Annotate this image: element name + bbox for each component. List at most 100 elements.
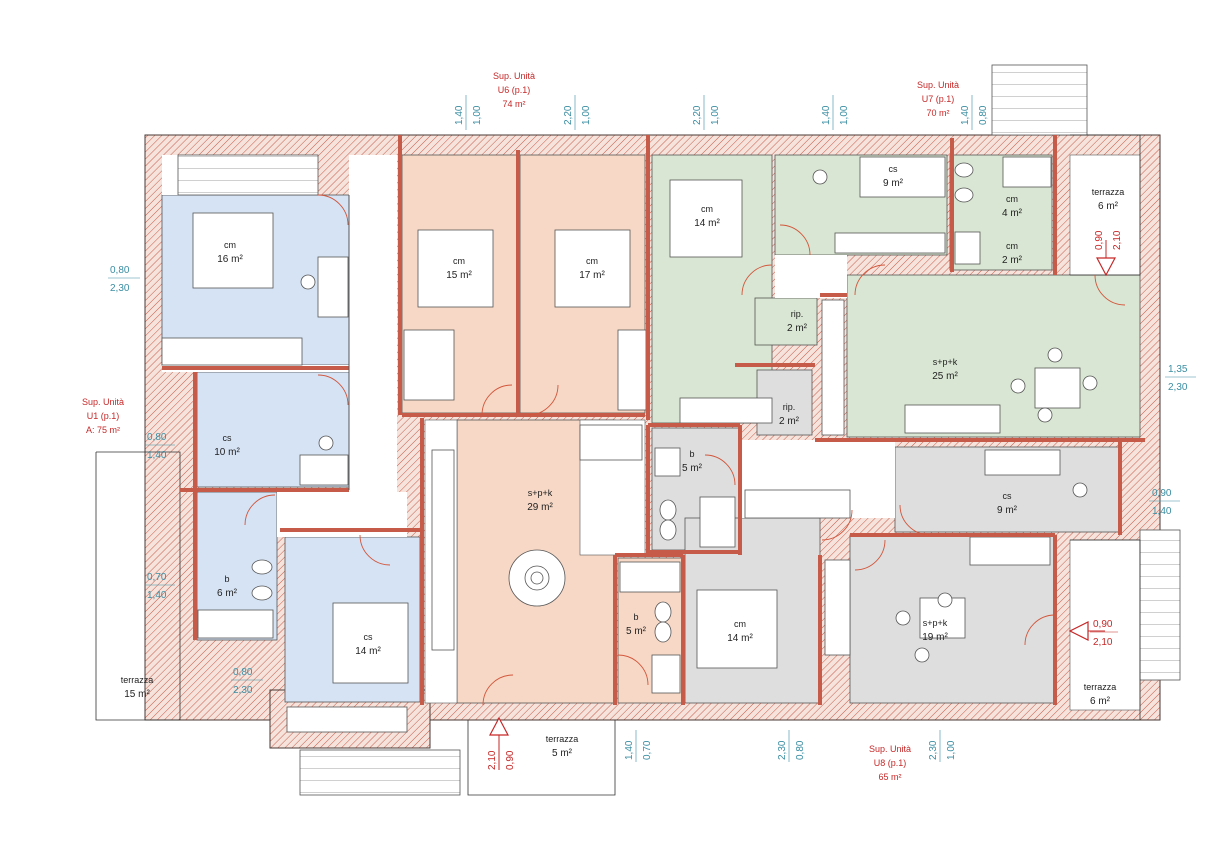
room-name: rip. bbox=[783, 402, 796, 412]
room-name: cm bbox=[586, 256, 598, 266]
dim-left-2a: 0,80 bbox=[147, 432, 167, 443]
dim-left-1b: 2,30 bbox=[110, 283, 130, 294]
dim-bottom-2a: 2,30 bbox=[777, 740, 788, 760]
unit-u7-area: 70 m² bbox=[926, 108, 949, 118]
dim-top-2b: 1,00 bbox=[581, 105, 592, 125]
unit-u1-line1: Sup. Unità bbox=[82, 397, 124, 407]
dim-top-1b: 1,00 bbox=[472, 105, 483, 125]
dim-bottom-1b: 0,70 bbox=[642, 740, 653, 760]
terrace-area: 6 m² bbox=[1090, 696, 1111, 707]
stairs bbox=[177, 64, 1181, 796]
room-area: 14 m² bbox=[694, 218, 720, 229]
dim-top-3a: 2,20 bbox=[692, 105, 703, 125]
room-area: 10 m² bbox=[214, 447, 240, 458]
unit-u8-line1: Sup. Unità bbox=[869, 744, 911, 754]
terrace-name: terrazza bbox=[121, 675, 154, 685]
furniture bbox=[161, 156, 1098, 733]
room-area: 15 m² bbox=[446, 270, 472, 281]
room-area: 2 m² bbox=[787, 323, 808, 334]
dim-left-1a: 0,80 bbox=[110, 265, 130, 276]
terraces bbox=[95, 134, 1141, 796]
unit-u7-line2: U7 (p.1) bbox=[922, 94, 955, 104]
dim-right-2a: 0,90 bbox=[1152, 488, 1172, 499]
dim-left-3a: 0,70 bbox=[147, 572, 167, 583]
room-name: cs bbox=[889, 164, 899, 174]
dim-bottom-3b: 1,00 bbox=[946, 740, 957, 760]
terrace-name: terrazza bbox=[1084, 682, 1117, 692]
room-area: 9 m² bbox=[997, 505, 1018, 516]
room-name: cm bbox=[1006, 241, 1018, 251]
room-u7-rip bbox=[754, 297, 818, 346]
room-area: 25 m² bbox=[932, 371, 958, 382]
dim-entry-e-b: 2,10 bbox=[1093, 637, 1113, 648]
unit-u6-line1: Sup. Unità bbox=[493, 71, 535, 81]
room-area: 5 m² bbox=[626, 626, 647, 637]
dim-top-1a: 1,40 bbox=[454, 105, 465, 125]
entrance-arrow-s bbox=[489, 716, 509, 736]
unit-u6-area: 74 m² bbox=[502, 99, 525, 109]
room-name: cm bbox=[453, 256, 465, 266]
dim-right-1a: 1,35 bbox=[1168, 364, 1188, 375]
terrace-area: 6 m² bbox=[1098, 201, 1119, 212]
room-area: 16 m² bbox=[217, 254, 243, 265]
inner-walls bbox=[162, 135, 1145, 705]
dim-left-4b: 2,30 bbox=[233, 685, 253, 696]
room-area: 6 m² bbox=[217, 588, 238, 599]
dimension-labels: 1,40 1,00 2,20 1,00 2,20 1,00 1,40 1,00 … bbox=[108, 95, 1196, 770]
room-name: b bbox=[689, 449, 694, 459]
room-name: s+p+k bbox=[528, 488, 553, 498]
dim-top-4b: 1,00 bbox=[839, 105, 850, 125]
room-name: cs bbox=[1003, 491, 1013, 501]
terrace-labels: terrazza 6 m² terrazza 15 m² terrazza 5 … bbox=[121, 187, 1125, 759]
stair-s bbox=[299, 749, 461, 796]
dim-left-3b: 1,40 bbox=[147, 590, 167, 601]
room-area: 4 m² bbox=[1002, 208, 1023, 219]
room-name: cm bbox=[734, 619, 746, 629]
room-name: cs bbox=[364, 632, 374, 642]
room-area: 5 m² bbox=[682, 463, 703, 474]
terrace-name: terrazza bbox=[1092, 187, 1125, 197]
dim-bottom-2b: 0,80 bbox=[795, 740, 806, 760]
room-area: 19 m² bbox=[922, 632, 948, 643]
room-area: 9 m² bbox=[883, 178, 904, 189]
dim-top-4a: 1,40 bbox=[821, 105, 832, 125]
dim-entry-ne-b: 2,10 bbox=[1112, 230, 1123, 250]
unit-u1-area: A: 75 m² bbox=[86, 425, 120, 435]
dim-entry-s-a: 0,90 bbox=[505, 750, 516, 770]
dim-top-2a: 2,20 bbox=[563, 105, 574, 125]
room-area: 17 m² bbox=[579, 270, 605, 281]
room-area: 14 m² bbox=[727, 633, 753, 644]
unit-u1-line2: U1 (p.1) bbox=[87, 411, 120, 421]
room-area: 2 m² bbox=[1002, 255, 1023, 266]
room-name: s+p+k bbox=[933, 357, 958, 367]
terrace-area: 15 m² bbox=[124, 689, 150, 700]
entrance-arrows bbox=[489, 240, 1116, 770]
room-name: s+p+k bbox=[923, 618, 948, 628]
room-area: 14 m² bbox=[355, 646, 381, 657]
room-name: b bbox=[633, 612, 638, 622]
stair-e bbox=[1139, 529, 1181, 681]
dim-bottom-3a: 2,30 bbox=[928, 740, 939, 760]
dim-top-5a: 1,40 bbox=[960, 105, 971, 125]
dim-right-2b: 1,40 bbox=[1152, 506, 1172, 517]
room-name: b bbox=[224, 574, 229, 584]
room-name: cs bbox=[223, 433, 233, 443]
room-labels: cm 16 m² cs 10 m² b 6 m² cs 14 m² cm 15 … bbox=[214, 164, 1022, 657]
room-name: cm bbox=[701, 204, 713, 214]
dim-right-1b: 2,30 bbox=[1168, 382, 1188, 393]
unit-u8-area: 65 m² bbox=[878, 772, 901, 782]
dim-entry-e-a: 0,90 bbox=[1093, 619, 1113, 630]
room-name: cm bbox=[224, 240, 236, 250]
room-area: 29 m² bbox=[527, 502, 553, 513]
room-name: cm bbox=[1006, 194, 1018, 204]
dim-left-2b: 1,40 bbox=[147, 450, 167, 461]
room-name: rip. bbox=[791, 309, 804, 319]
stair-nw bbox=[177, 154, 319, 196]
terrace-area: 5 m² bbox=[552, 748, 573, 759]
room-area: 2 m² bbox=[779, 416, 800, 427]
unit-u6-line2: U6 (p.1) bbox=[498, 85, 531, 95]
unit-u7-line1: Sup. Unità bbox=[917, 80, 959, 90]
dim-entry-ne-a: 0,90 bbox=[1094, 230, 1105, 250]
dim-bottom-1a: 1,40 bbox=[624, 740, 635, 760]
